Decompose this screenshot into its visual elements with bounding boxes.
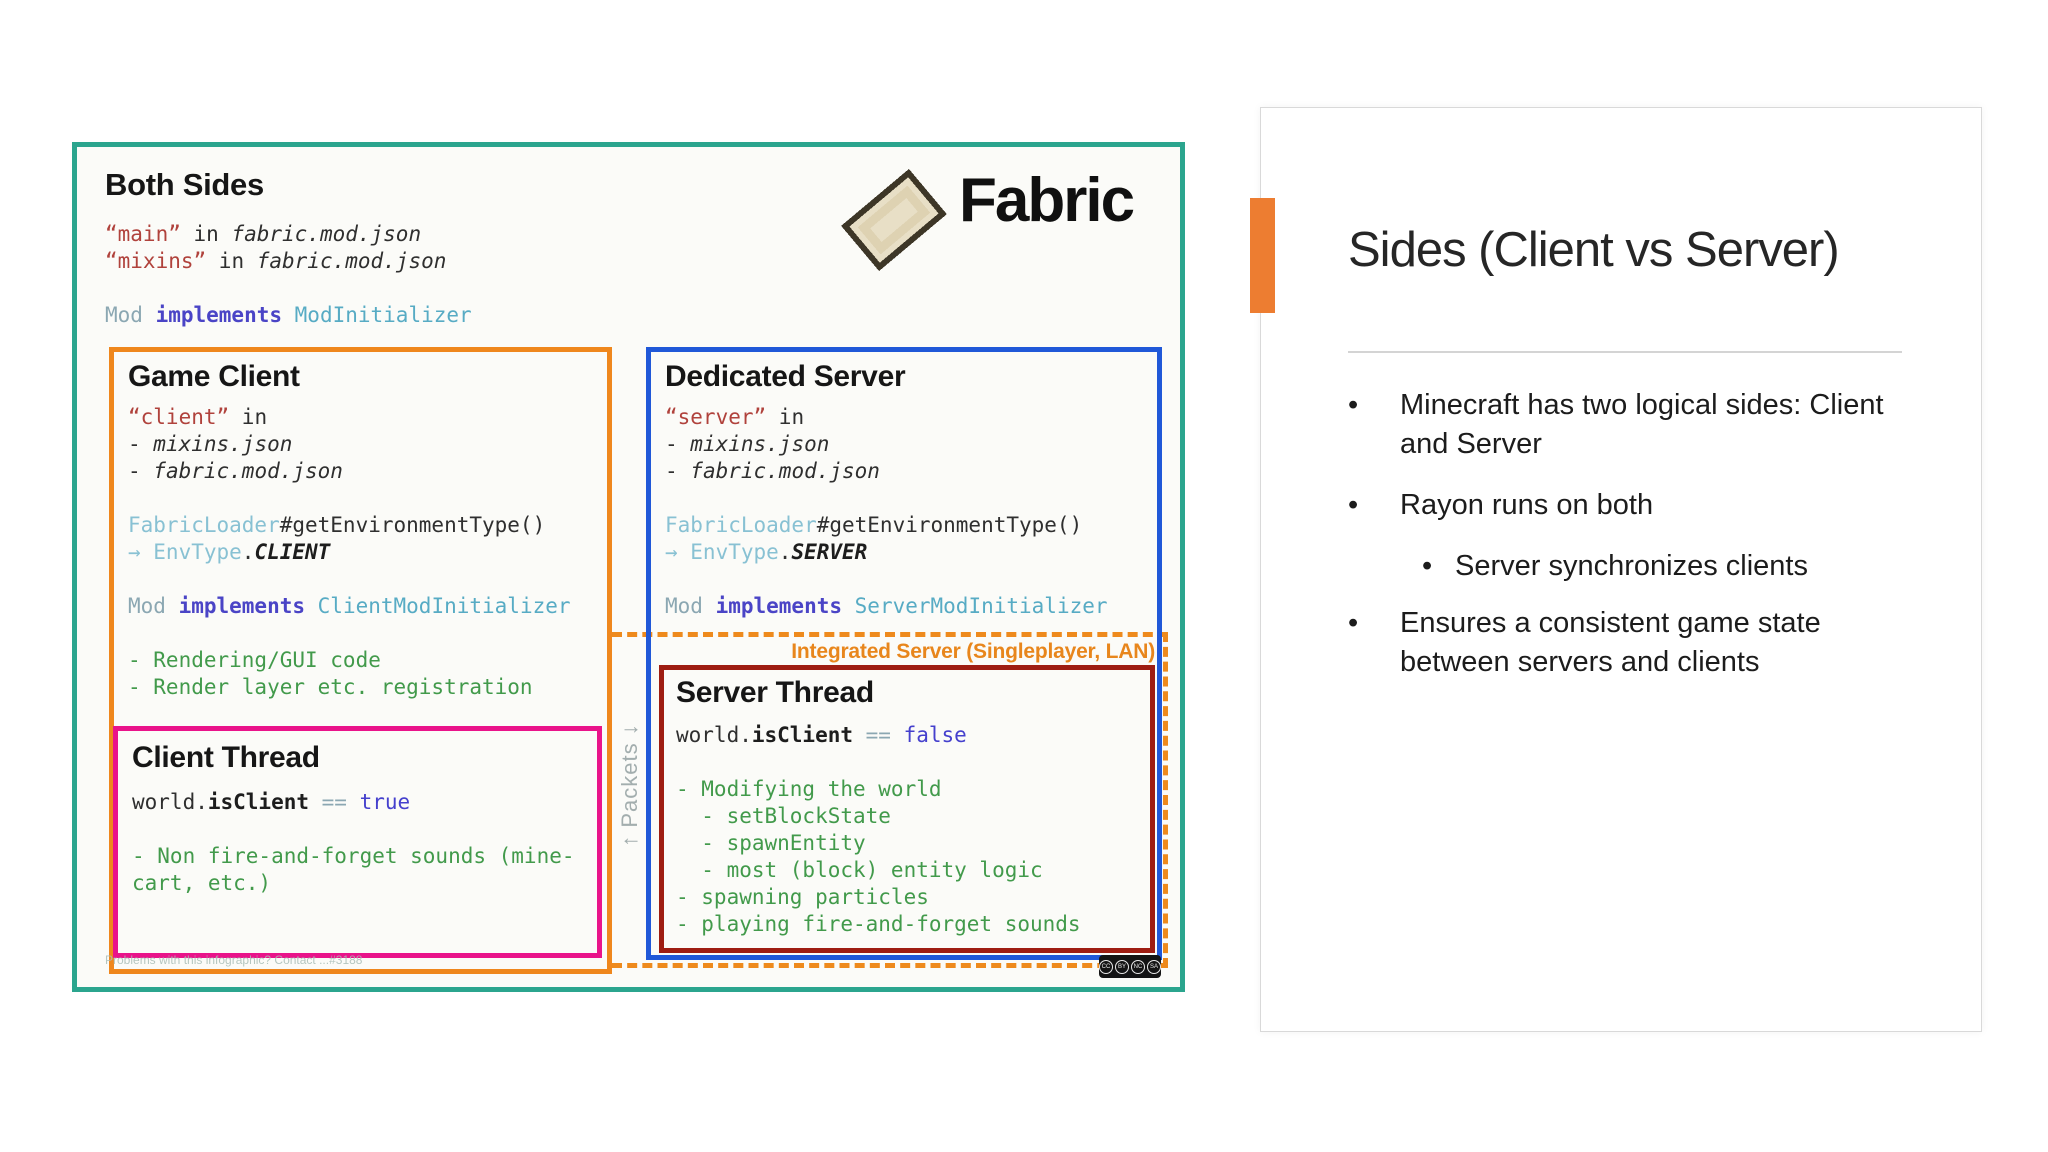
credit-text: Problems with this infographic? Contact … (105, 953, 363, 967)
dedicated-server-title: Dedicated Server (665, 360, 906, 393)
integrated-server-dashed-box: Integrated Server (Singleplayer, LAN) (612, 632, 1168, 968)
bullet-dot: • (1422, 550, 1433, 582)
list-item: • Minecraft has two logical sides: Clien… (1348, 386, 1928, 464)
bullet-list: • Minecraft has two logical sides: Clien… (1348, 386, 1928, 704)
bullet-text: Server synchronizes clients (1455, 550, 1808, 582)
cc-by-icon: BY (1115, 959, 1129, 974)
fabric-logo-icon (835, 159, 953, 281)
list-item: • Ensures a consistent game state betwee… (1348, 604, 1928, 682)
game-client-box: Game Client “client” in- mixins.json- fa… (109, 347, 612, 974)
bullet-text: Minecraft has two logical sides: Client … (1400, 389, 1884, 460)
dedicated-server-box: Dedicated Server “server” in- mixins.jso… (646, 347, 1162, 960)
fabric-logo-text: Fabric (959, 166, 1135, 235)
creative-commons-badge-icon: CC BY NC SA (1099, 955, 1161, 978)
title-divider (1348, 351, 1902, 353)
bullet-dot: • (1348, 489, 1359, 521)
fabric-sides-infographic: Both Sides “main” in fabric.mod.json“mix… (72, 142, 1185, 992)
bullet-dot: • (1348, 607, 1359, 639)
packets-arrows-label: ↑ Packets ↓ (617, 723, 642, 847)
cc-nc-icon: NC (1131, 959, 1145, 974)
list-item: • Rayon runs on both (1348, 486, 1928, 525)
integrated-server-label: Integrated Server (Singleplayer, LAN) (791, 640, 1155, 663)
bullet-text: Ensures a consistent game state between … (1400, 607, 1821, 678)
cc-icon: CC (1099, 959, 1113, 974)
bullet-dot: • (1348, 389, 1359, 421)
game-client-code-block: “client” in- mixins.json- fabric.mod.jso… (128, 405, 571, 699)
client-thread-code-block: world.isClient == true - Non fire-and-fo… (132, 790, 575, 895)
server-thread-code-block: world.isClient == false - Modifying the … (676, 723, 1081, 936)
server-thread-title: Server Thread (676, 676, 874, 709)
cc-sa-icon: SA (1147, 959, 1161, 974)
slide-text-panel (1260, 107, 1982, 1032)
server-thread-box: Server Thread world.isClient == false - … (659, 665, 1155, 953)
bullet-text: Rayon runs on both (1400, 489, 1654, 521)
both-sides-heading: Both Sides (105, 167, 264, 202)
client-thread-title: Client Thread (132, 741, 320, 774)
dedicated-server-code-block: “server” in- mixins.json- fabric.mod.jso… (665, 405, 1108, 618)
both-sides-code-block: “main” in fabric.mod.json“mixins” in fab… (105, 222, 472, 327)
slide-title: Sides (Client vs Server) (1348, 223, 1840, 277)
list-item-sub: • Server synchronizes clients (1422, 547, 1928, 586)
client-thread-box: Client Thread world.isClient == true - N… (113, 726, 602, 958)
game-client-title: Game Client (128, 360, 300, 393)
title-accent-bar (1250, 198, 1275, 313)
